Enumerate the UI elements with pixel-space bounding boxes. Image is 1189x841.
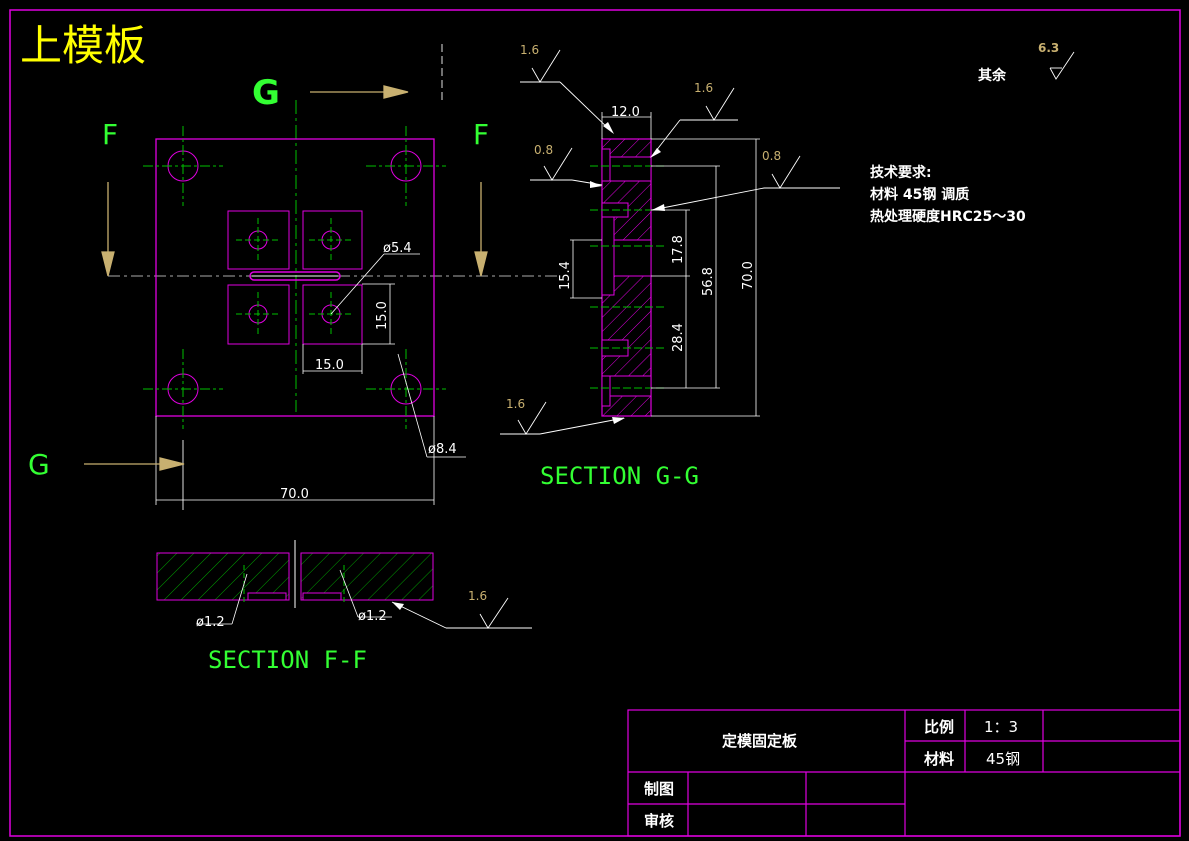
- roughness-gg-right-top: 1.6: [694, 81, 713, 95]
- cavity-insert: [227, 210, 290, 270]
- tech-req-heading: 技术要求:: [870, 164, 932, 181]
- drawing-border: [9, 9, 1181, 837]
- section-ff-caption: SECTION F-F: [208, 646, 367, 674]
- roughness-other-label: 其余: [978, 67, 1007, 84]
- runner-channel: [249, 271, 341, 281]
- dim-gg-28-4: 28.4: [671, 323, 686, 352]
- plan-view: ø5.4 15.0 15.0 ø8.4 70.0 G F F G: [28, 44, 560, 510]
- dim-vertical-15: 15.0: [375, 301, 390, 330]
- dim-gg-70: 70.0: [741, 261, 756, 290]
- title-block-part-name: 定模固定板: [722, 732, 798, 750]
- roughness-other: 其余 6.3: [978, 41, 1075, 84]
- dim-gg-17-8: 17.8: [671, 235, 686, 264]
- title-block: 定模固定板 比例 1：3 材料 45钢 制图 审核: [627, 709, 1181, 837]
- cavity-insert: [302, 210, 363, 270]
- title-block-material-value: 45钢: [986, 750, 1020, 768]
- dim-hole-large: ø8.4: [428, 442, 457, 457]
- plate-outline: [155, 138, 435, 417]
- cavity-insert: [302, 284, 363, 345]
- title-block-checked-label: 审核: [644, 812, 674, 830]
- dim-horizontal-15: 15.0: [315, 358, 344, 373]
- dim-ff-hole-right: ø1.2: [358, 609, 387, 624]
- title-block-material-label: 材料: [924, 750, 954, 768]
- section-label-g-left: G: [28, 448, 50, 481]
- dim-hole-small: ø5.4: [383, 241, 412, 256]
- dim-gg-15-4: 15.4: [558, 261, 573, 290]
- cavity-insert: [227, 284, 290, 345]
- section-gg-caption: SECTION G-G: [540, 462, 699, 490]
- dim-width-70: 70.0: [280, 487, 309, 502]
- dim-gg-thickness: 12.0: [611, 105, 640, 120]
- section-gg-view: 12.0 15.4 17.8 56.8 70.0 28.4: [500, 43, 840, 490]
- corner-hole: [366, 349, 446, 429]
- roughness-ff: 1.6: [468, 589, 487, 603]
- dim-gg-56-8: 56.8: [701, 267, 716, 296]
- corner-hole: [143, 349, 223, 429]
- section-ff-view: ø1.2 ø1.2 1.6 SECTION F-F: [156, 540, 532, 674]
- dim-ff-hole-left: ø1.2: [196, 615, 225, 630]
- tech-requirements: 技术要求: 材料 45钢 调质 热处理硬度HRC25～30: [870, 164, 1026, 225]
- drawing-title: 上模板: [20, 21, 146, 70]
- tech-req-material: 材料 45钢 调质: [870, 186, 969, 203]
- title-block-scale-value: 1：3: [984, 718, 1018, 736]
- corner-hole: [143, 126, 223, 206]
- roughness-gg-top: 1.6: [520, 43, 539, 57]
- roughness-gg-right: 0.8: [762, 149, 781, 163]
- roughness-gg-bottom: 1.6: [506, 397, 525, 411]
- roughness-gg-left: 0.8: [534, 143, 553, 157]
- tech-req-hardness: 热处理硬度HRC25～30: [870, 208, 1026, 225]
- corner-hole: [366, 126, 446, 206]
- title-block-scale-label: 比例: [924, 718, 954, 736]
- section-label-f-right: F: [473, 118, 489, 151]
- roughness-other-value: 6.3: [1038, 41, 1059, 55]
- section-label-g-top: G: [252, 73, 280, 113]
- section-label-f-left: F: [102, 118, 118, 151]
- title-block-drawn-label: 制图: [644, 780, 674, 798]
